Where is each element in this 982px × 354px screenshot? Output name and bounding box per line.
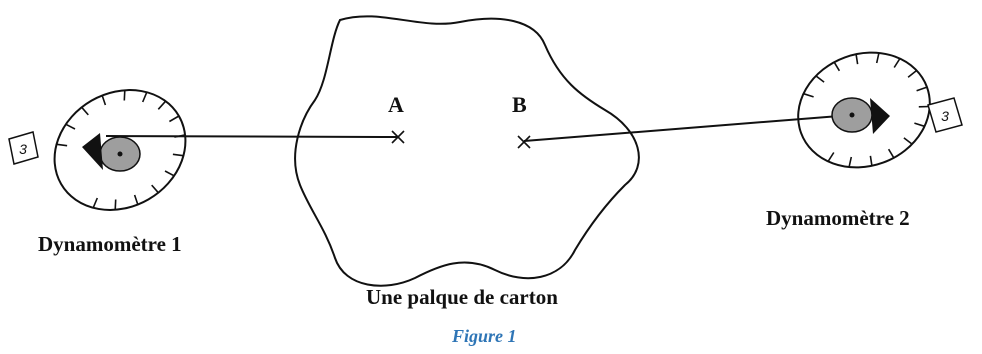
dynamometer-2-reading-box: 3 — [927, 97, 963, 133]
dial-tick — [114, 199, 117, 210]
dial-tick — [174, 134, 186, 138]
dial-tick — [92, 197, 99, 209]
cardboard-plate — [294, 15, 640, 287]
dial-tick — [168, 115, 180, 123]
dial-tick — [903, 137, 913, 145]
dial-tick — [893, 58, 901, 68]
dynamometer-1-needle — [82, 133, 103, 170]
dynamometer-1-reading: 3 — [19, 141, 27, 157]
dynamometer-1-label: Dynamomètre 1 — [38, 232, 182, 256]
dial-tick — [172, 153, 184, 157]
dial-tick — [907, 69, 918, 78]
dynamometer-2-ticks — [803, 52, 930, 168]
dial-tick — [875, 52, 880, 64]
dynamometer-2-needle — [870, 98, 890, 134]
dial-tick — [833, 61, 841, 72]
dial-tick — [157, 100, 167, 110]
point-b-marker — [517, 135, 531, 149]
dynamometer-1-reading-box: 3 — [8, 131, 39, 165]
string-1 — [105, 135, 399, 138]
plate-label: Une palque de carton — [366, 285, 558, 309]
dial-tick — [914, 122, 925, 128]
dial-tick — [916, 86, 928, 92]
dial-tick — [141, 91, 148, 103]
dynamometer-2-label: Dynamomètre 2 — [766, 206, 910, 230]
dynamometer-2-reading: 3 — [941, 108, 949, 124]
dial-tick — [133, 194, 139, 205]
dial-tick — [815, 75, 825, 83]
dial-tick — [123, 90, 126, 101]
dial-tick — [101, 95, 107, 106]
point-a-marker — [391, 130, 405, 144]
dial-tick — [56, 143, 68, 147]
dynamometer-1: 3 — [8, 89, 187, 211]
dial-tick — [827, 152, 835, 162]
point-b-label: B — [512, 92, 527, 117]
dial-tick — [81, 106, 89, 116]
figure-caption: Figure 1 — [452, 326, 517, 346]
point-a-label: A — [388, 92, 404, 117]
dial-tick — [151, 184, 159, 194]
dial-tick — [887, 148, 895, 159]
dial-tick — [65, 123, 76, 130]
dynamometer-1-ticks — [56, 90, 186, 210]
dial-tick — [848, 156, 853, 168]
dial-tick — [164, 170, 175, 177]
dial-tick — [869, 155, 873, 166]
dial-tick — [803, 92, 814, 98]
dial-tick — [855, 54, 859, 65]
dynamometer-2: 3 — [797, 51, 963, 169]
